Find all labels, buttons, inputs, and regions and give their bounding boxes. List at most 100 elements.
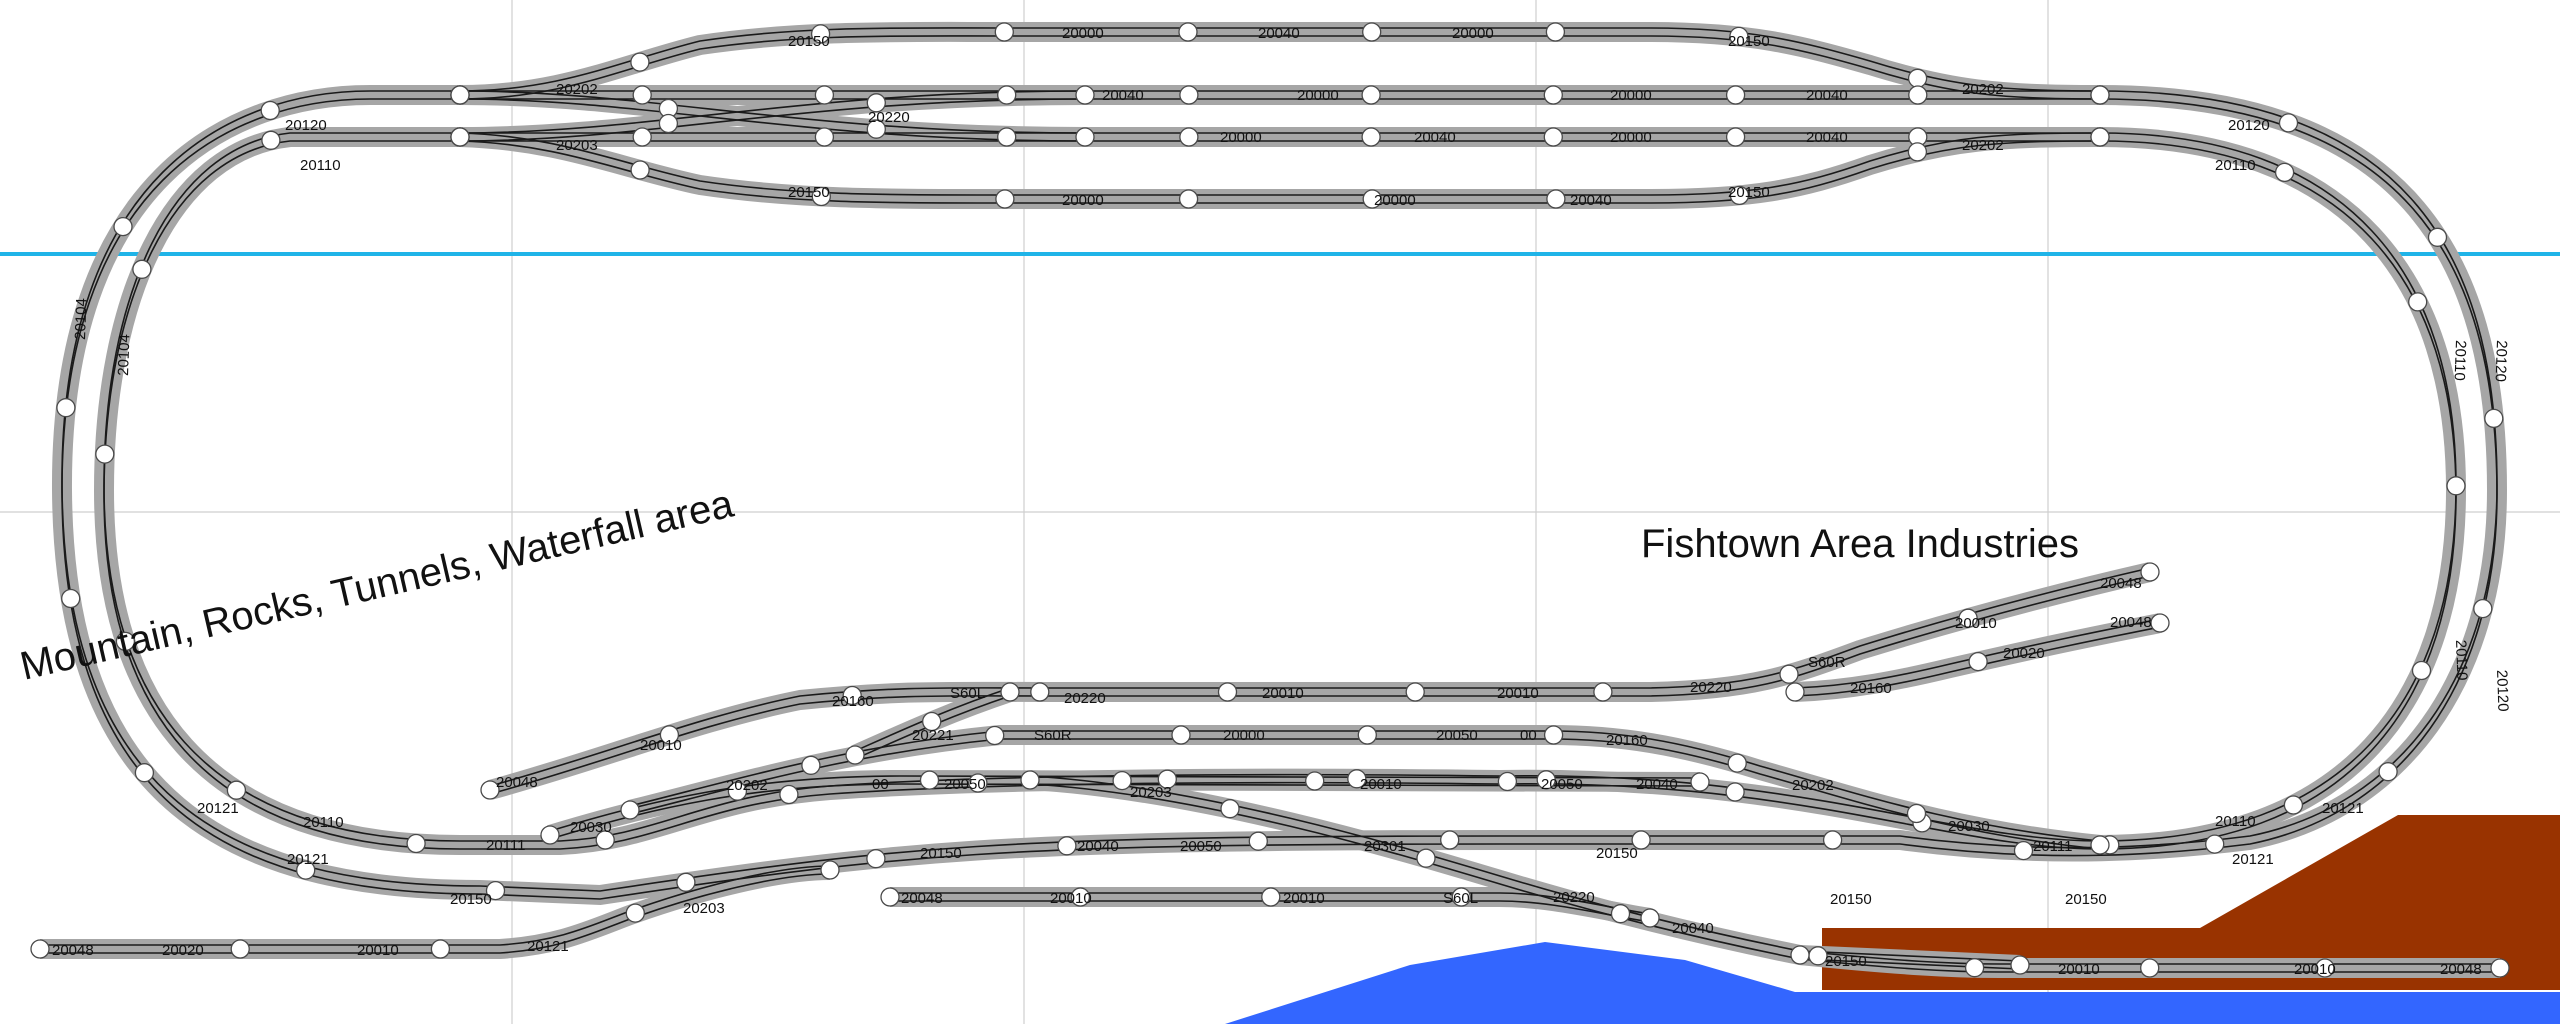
- track-joint: [226, 780, 247, 800]
- track-joint: [997, 127, 1017, 147]
- track-joint: [1171, 725, 1191, 745]
- part-label: 20040: [1636, 776, 1678, 793]
- track-joint: [2150, 613, 2170, 633]
- part-label: 20040: [1077, 838, 1119, 855]
- rail: [1799, 958, 2500, 973]
- part-label: 20121: [527, 938, 569, 955]
- track-joint: [56, 398, 76, 418]
- track-joint: [1075, 127, 1095, 147]
- track-joint: [658, 113, 679, 134]
- part-label: 20121: [287, 851, 329, 868]
- track-joint: [2378, 762, 2398, 782]
- part-label: 20221: [912, 727, 954, 744]
- track-joint: [1690, 772, 1710, 792]
- track-joint: [866, 93, 886, 113]
- mountain-area-label: Mountain, Rocks, Tunnels, Waterfall area: [16, 482, 738, 689]
- part-label: 20121: [2232, 851, 2274, 868]
- part-label: 20120: [285, 117, 327, 134]
- part-label: 20010: [640, 737, 682, 754]
- track-joint: [134, 763, 155, 783]
- rail: [549, 775, 1701, 832]
- track-bed: [1029, 770, 2021, 975]
- part-label: 00: [1520, 727, 1537, 744]
- part-label: 20220: [1064, 690, 1106, 707]
- track-joint: [820, 860, 840, 880]
- part-label: 20203: [1130, 784, 1172, 801]
- part-label: 20160: [1850, 680, 1892, 697]
- rail: [549, 783, 1701, 840]
- part-label: 20040: [1570, 192, 1612, 209]
- track-joint: [1790, 945, 1810, 965]
- track-joint: [1357, 725, 1377, 745]
- track-joint: [450, 127, 470, 147]
- part-label: 20000: [1610, 87, 1652, 104]
- part-label: 20120: [2228, 117, 2270, 134]
- part-label: 20150: [1728, 184, 1770, 201]
- track-joint: [132, 259, 152, 279]
- rail: [890, 892, 1651, 915]
- track-joint: [845, 745, 865, 765]
- track-joint: [997, 85, 1017, 105]
- track-joint: [625, 903, 645, 923]
- track-joint: [1361, 127, 1381, 147]
- part-label: 20104: [115, 334, 133, 376]
- track-joint: [866, 849, 886, 869]
- part-label: 20121: [197, 800, 239, 817]
- rail: [459, 98, 1086, 142]
- part-label: 20000: [1452, 25, 1494, 42]
- part-label: 20202: [726, 777, 768, 794]
- track-joint: [1907, 68, 1928, 88]
- track-joint: [1157, 769, 1177, 789]
- part-label: 20150: [1825, 953, 1867, 970]
- track-bed: [547, 769, 1701, 845]
- part-label: 20000: [1610, 129, 1652, 146]
- track-joint: [95, 444, 115, 464]
- track-joint: [1057, 836, 1077, 856]
- track-joint: [1964, 958, 1985, 978]
- part-label: 20010: [2294, 961, 2336, 978]
- part-label: 20000: [1374, 192, 1416, 209]
- track-joint: [1610, 904, 1631, 924]
- track-joint: [727, 781, 748, 801]
- track-joint: [2408, 292, 2428, 312]
- part-label: 20010: [1955, 615, 1997, 632]
- track-joint: [1727, 753, 1747, 773]
- water-area: [1225, 942, 2560, 1024]
- part-label: 20000: [1297, 87, 1339, 104]
- part-label: 20111: [486, 837, 526, 854]
- part-label: 20111: [2033, 838, 2073, 855]
- track-joint: [1779, 664, 1799, 684]
- track-joint: [632, 85, 652, 105]
- part-label: 20110: [300, 157, 341, 174]
- track-joint: [430, 939, 451, 959]
- rail: [61, 98, 2498, 900]
- part-label: 20010: [1497, 685, 1539, 702]
- track-joint: [261, 130, 281, 150]
- track-joint: [1543, 85, 1563, 105]
- part-label: 20048: [901, 890, 943, 907]
- track-joint: [1305, 771, 1325, 791]
- track-joint: [296, 860, 316, 880]
- part-label: 20150: [788, 184, 830, 201]
- track-joint: [595, 830, 615, 850]
- track-joint: [632, 127, 652, 147]
- part-label: S60R: [1808, 654, 1846, 671]
- track-joint: [485, 880, 506, 901]
- part-label: 20040: [1102, 87, 1144, 104]
- part-label: 20301: [1364, 838, 1406, 855]
- track-joint: [1907, 142, 1928, 162]
- track-joint: [620, 800, 640, 820]
- track-joint: [2205, 834, 2225, 854]
- rail: [890, 900, 1651, 923]
- track-joint: [1178, 189, 1199, 209]
- part-label: 20000: [1062, 25, 1104, 42]
- track-joint: [1593, 682, 1613, 702]
- part-label: 20150: [1728, 33, 1770, 50]
- track-joint: [814, 85, 835, 105]
- part-label: 20010: [357, 942, 399, 959]
- part-label: 20010: [1050, 890, 1092, 907]
- track-joint: [2013, 840, 2034, 861]
- part-label: 20110: [2452, 640, 2470, 681]
- part-label: 20020: [162, 942, 204, 959]
